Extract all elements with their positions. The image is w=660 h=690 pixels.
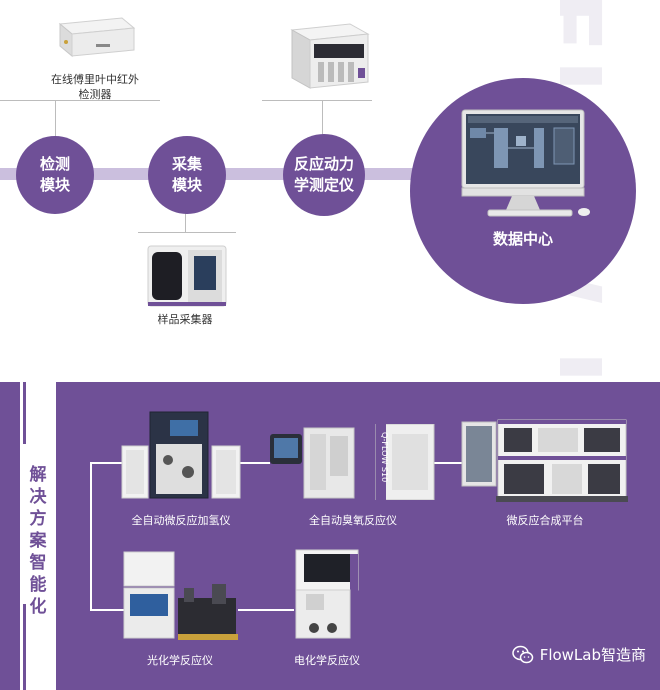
module-label: 采集: [171, 155, 202, 173]
solutions-title-panel: 解 决 方 案 智 能 化: [20, 382, 56, 690]
synthesis-platform-label: 微反应合成平台: [506, 514, 584, 527]
title-char: 化: [29, 597, 47, 617]
connector-line: [90, 462, 124, 464]
hydrogenation-device-label: 全自动微反应加氢仪: [131, 514, 231, 527]
brand-name: FlowLab智造商: [539, 646, 646, 664]
sample-collector-label: 样品采集器: [157, 313, 213, 326]
data-center: 数据中心: [410, 78, 636, 304]
connector-line: [185, 210, 186, 232]
kinetics-instrument-image: [286, 22, 372, 92]
connector-line: [90, 462, 92, 610]
module-label: 反应动力: [293, 155, 354, 173]
wechat-icon: [511, 645, 533, 663]
module-label: 模块: [171, 176, 202, 194]
footer-brand: FlowLab智造商: [511, 644, 646, 665]
title-char: 能: [29, 575, 47, 595]
title-char: 案: [29, 531, 47, 551]
title-char: 方: [29, 509, 47, 529]
ftir-detector-image: [52, 12, 136, 58]
connector-line: [322, 100, 323, 138]
photochemical-device-image: [122, 548, 240, 642]
device-label-line: 检测器: [78, 88, 112, 101]
ozone-device-label: 全自动臭氧反应仪: [309, 514, 397, 527]
title-char: 智: [29, 553, 47, 573]
ftir-detector-label: 在线傅里叶中红外 检测器: [30, 72, 160, 102]
module-label: 检测: [39, 155, 70, 173]
connector-line: [90, 609, 124, 611]
sample-collector-image: [146, 244, 228, 308]
kinetics-module: 反应动力学测定仪: [283, 134, 365, 216]
data-center-label: 数据中心: [492, 230, 553, 248]
synthesis-platform-image: [460, 418, 628, 504]
module-label: 学测定仪: [293, 176, 354, 194]
connector-line: [55, 100, 56, 140]
photochemical-device-label: 光化学反应仪: [147, 654, 213, 667]
connector-line: [240, 462, 270, 464]
title-char: 解: [29, 465, 47, 485]
connector-line: [434, 462, 462, 464]
ozone-device-image: Q-FLOW S10: [268, 423, 436, 501]
hydrogenation-device-image: [120, 408, 242, 500]
detection-module: 检测模块: [16, 136, 94, 214]
title-char: 决: [29, 487, 47, 507]
collection-module: 采集模块: [148, 136, 226, 214]
connector-line: [138, 232, 236, 233]
connector-line: [262, 100, 372, 101]
electrochemical-device-image: [292, 548, 362, 642]
solutions-title: 解 决 方 案 智 能 化: [20, 464, 56, 618]
device-badge: Q-FLOW S10: [380, 432, 389, 482]
computer-monitor-image: [460, 108, 590, 220]
connector-line: [0, 100, 160, 101]
device-label-line: 在线傅里叶中红外: [51, 73, 139, 86]
solutions-panel: 解 决 方 案 智 能 化 全自动微反应加氢仪: [0, 382, 660, 690]
connector-line: [238, 609, 294, 611]
electrochemical-device-label: 电化学反应仪: [294, 654, 360, 667]
module-label: 模块: [39, 176, 70, 194]
